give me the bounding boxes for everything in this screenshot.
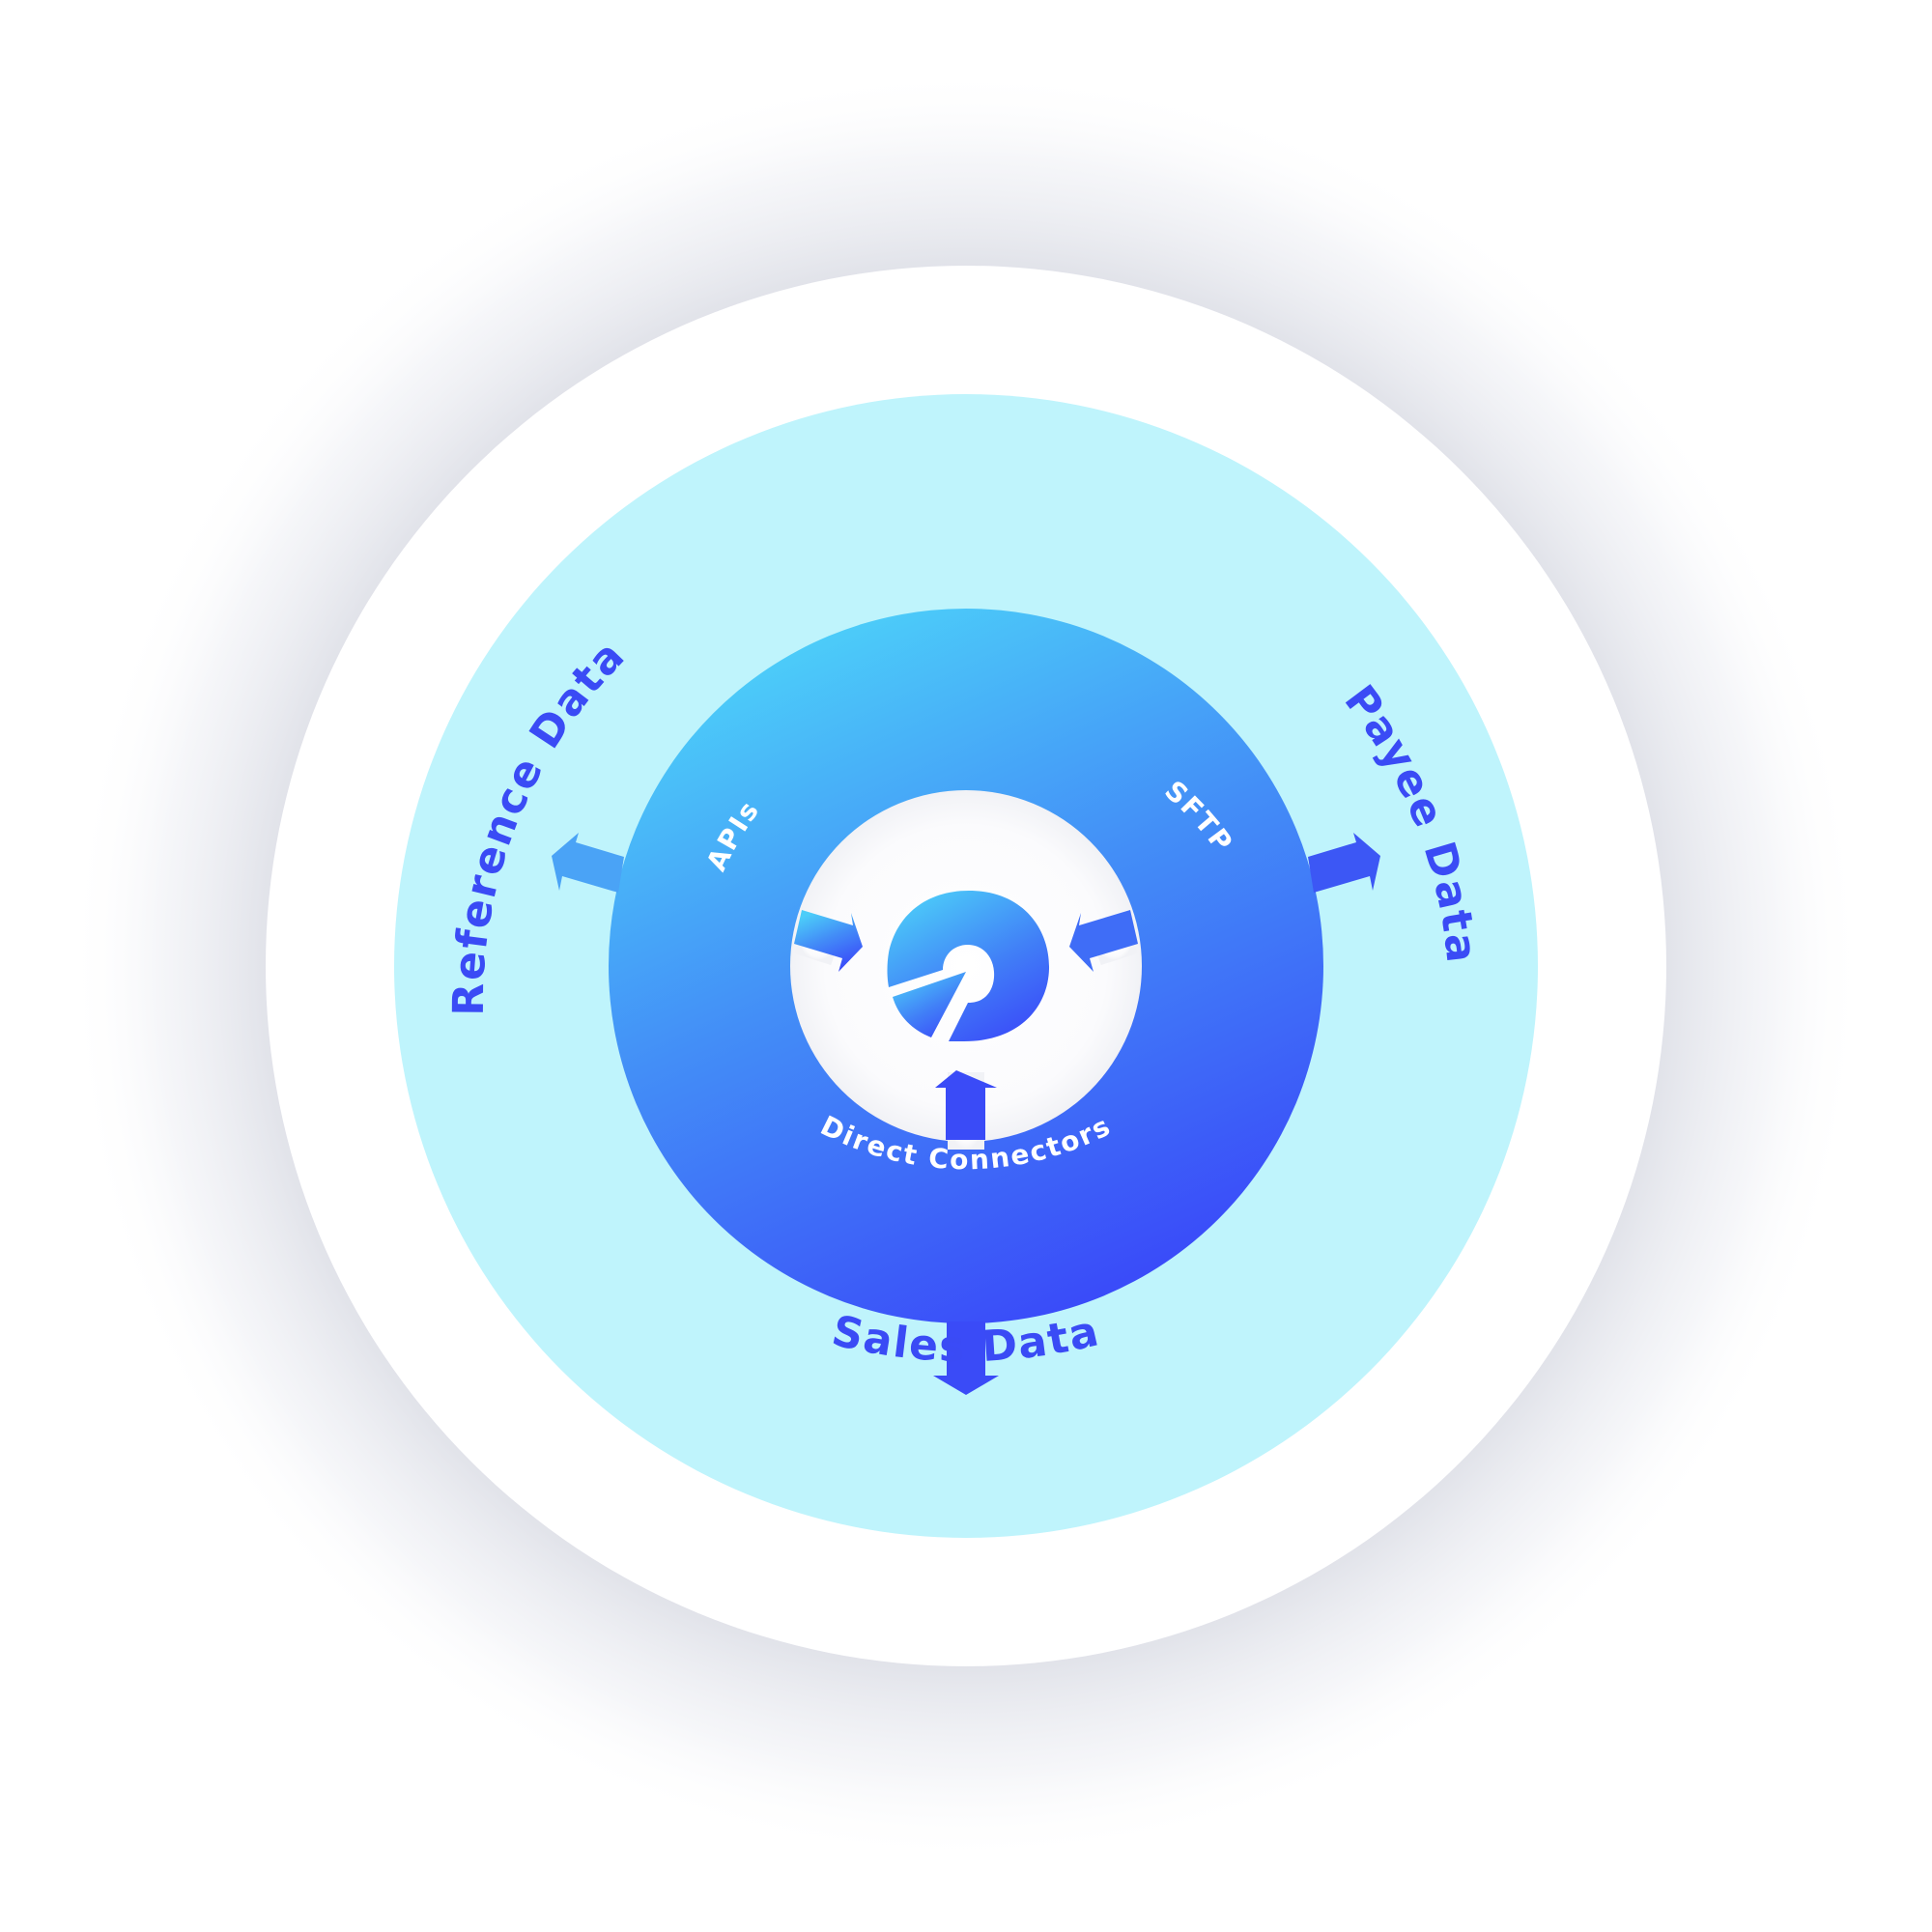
payee-data-arrow xyxy=(1308,833,1380,893)
logo-icon xyxy=(887,891,1050,1041)
sftp-arrow xyxy=(1069,910,1138,972)
direct-connectors-arrow xyxy=(935,1070,997,1140)
center-disc xyxy=(790,790,1142,1142)
reference-data-arrow xyxy=(552,833,624,893)
apis-arrow xyxy=(794,910,863,972)
sales-data-arrow xyxy=(933,1321,999,1395)
